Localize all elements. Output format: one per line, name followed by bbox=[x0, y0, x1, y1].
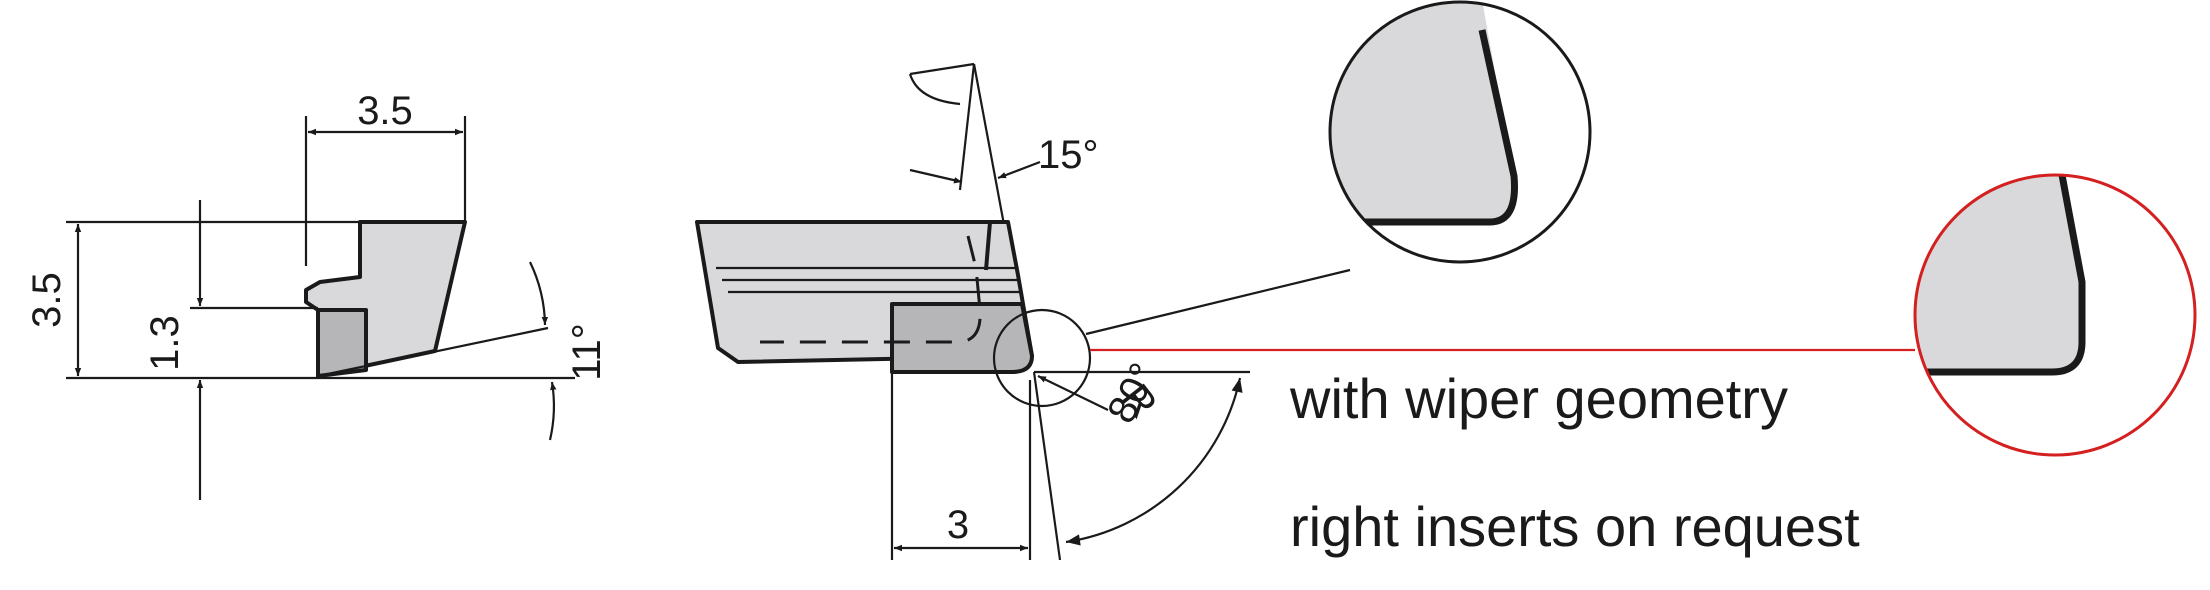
clearance-angle-label: 11° bbox=[565, 323, 609, 381]
detail-2-edge bbox=[1915, 175, 2086, 376]
top-insert-step bbox=[890, 302, 1034, 374]
lead-ref-top bbox=[909, 62, 975, 76]
lead-ref-curve bbox=[908, 73, 961, 106]
top-view: 15° R 80° 3 bbox=[695, 62, 1915, 561]
dim-width-label: 3.5 bbox=[357, 89, 413, 133]
detail-wiper-corner bbox=[1913, 173, 2197, 457]
detail-2-circle bbox=[1913, 173, 2197, 457]
lead-ref-vertical bbox=[958, 63, 976, 191]
corner-detail-circle bbox=[992, 308, 1092, 408]
note-right-inserts: right inserts on request bbox=[1290, 495, 1860, 558]
dim-step-label: 1.3 bbox=[143, 315, 187, 371]
clearance-arc-lower bbox=[548, 381, 557, 441]
side-insert-seat bbox=[316, 308, 368, 378]
top-insert-edge bbox=[984, 221, 992, 271]
width-label: 3 bbox=[947, 503, 969, 547]
top-insert-hidden-line bbox=[760, 235, 982, 344]
note-wiper-geometry: with wiper geometry bbox=[1289, 367, 1788, 430]
lead-arrow-left bbox=[909, 168, 963, 184]
detail-standard-corner bbox=[1328, 0, 1592, 264]
lead-angle-label: 15° bbox=[1038, 133, 1099, 177]
detail-1-edge bbox=[1330, 29, 1518, 226]
leader-to-detail-1 bbox=[1085, 268, 1351, 336]
dim-height-label: 3.5 bbox=[25, 272, 69, 328]
corner-ref-slant bbox=[1032, 371, 1062, 561]
clearance-arc-upper bbox=[529, 261, 549, 326]
detail-2-fill bbox=[1915, 175, 2082, 372]
side-view: 3.5 3.5 1.3 11° bbox=[25, 89, 609, 500]
corner-angle-label: 80° bbox=[1099, 356, 1166, 430]
corner-angle-arc bbox=[1065, 377, 1243, 546]
lead-arrow-right bbox=[997, 160, 1041, 180]
detail-1-circle bbox=[1328, 0, 1592, 264]
side-ext-clearance bbox=[317, 326, 549, 378]
